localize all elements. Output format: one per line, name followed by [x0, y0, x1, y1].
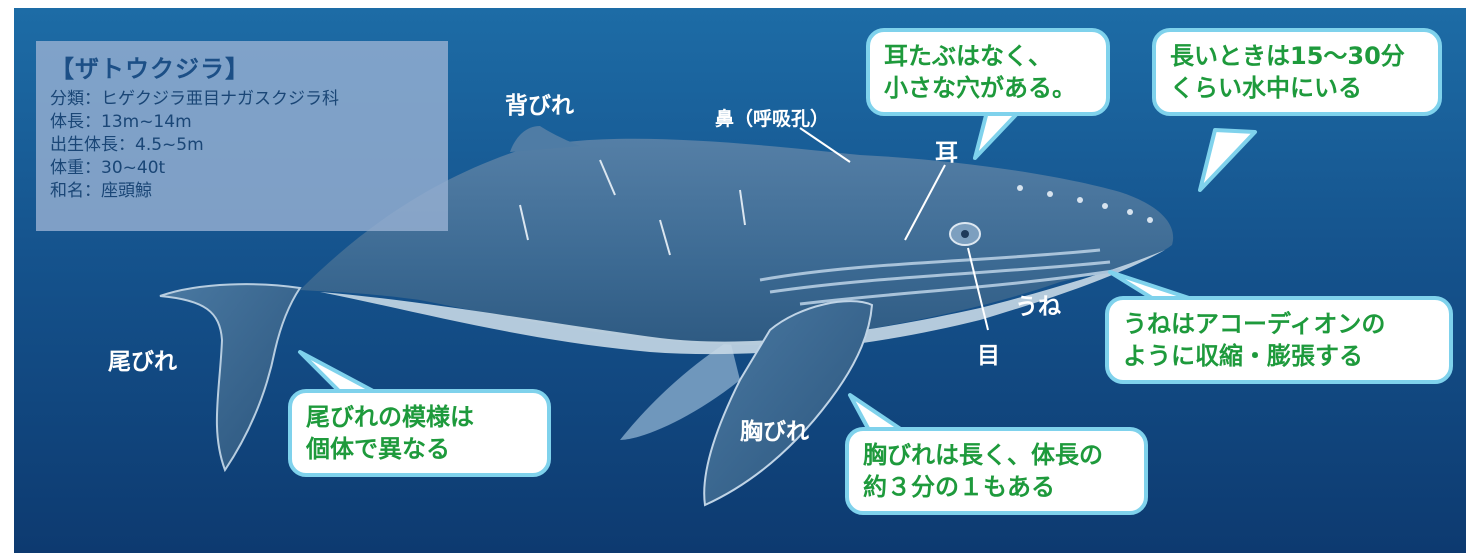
species-title: 【ザトウクジラ】	[50, 55, 250, 83]
bubble-tail-line-2: 個体で異なる	[306, 435, 450, 463]
bubble-dive-line-2: くらい水中にいる	[1170, 74, 1362, 102]
bubble-pectoral-line-2: 約３分の１もある	[863, 473, 1055, 501]
label-dorsal-fin: 背びれ	[505, 93, 574, 119]
info-classification: 分類：ヒゲクジラ亜目ナガスクジラ科	[50, 89, 339, 109]
species-info-panel: 【ザトウクジラ】 分類：ヒゲクジラ亜目ナガスクジラ科 体長：13m~14m 出生…	[36, 41, 448, 231]
bubble-pectoral-note: 胸びれは長く、体長の 約３分の１もある	[845, 427, 1148, 515]
bubble-dive-line-1: 長いときは15〜30分	[1170, 42, 1405, 70]
info-body-length: 体長：13m~14m	[50, 112, 192, 132]
bubble-ear-line-2: 小さな穴がある。	[884, 74, 1076, 102]
info-birth-length: 出生体長：4.5~5m	[50, 135, 204, 155]
info-weight: 体重：30~40t	[50, 158, 166, 178]
whale-body-shape	[300, 138, 1174, 345]
label-throat-grooves: うね	[1015, 294, 1061, 320]
bubble-grooves-note: うねはアコーディオンの ように収縮・膨張する	[1105, 296, 1453, 384]
bubble-tail-note: 尾びれの模様は 個体で異なる	[288, 389, 551, 477]
tail-fin-shape	[159, 283, 302, 473]
bubble-grooves-line-2: ように収縮・膨張する	[1123, 342, 1363, 370]
bubble-pectoral-line-1: 胸びれは長く、体長の	[863, 441, 1103, 469]
pectoral-fin-front	[703, 300, 874, 507]
bubble-tail-line-1: 尾びれの模様は	[306, 403, 474, 431]
bubble-ear-line-1: 耳たぶはなく、	[884, 42, 1052, 70]
pectoral-fin-back	[620, 340, 740, 440]
label-eye: 目	[977, 343, 1000, 369]
dorsal-fin-shape	[510, 126, 580, 152]
whale-belly-shape	[320, 250, 1165, 355]
bubble-dive-note: 長いときは15〜30分 くらい水中にいる	[1152, 28, 1442, 116]
label-pectoral-fin: 胸びれ	[740, 419, 809, 445]
label-ear: 耳	[935, 140, 958, 166]
label-blowhole: 鼻（呼吸孔）	[715, 108, 830, 130]
bubble-ear-note: 耳たぶはなく、 小さな穴がある。	[866, 28, 1110, 116]
info-japanese-name: 和名：座頭鯨	[50, 181, 152, 201]
label-tail-fin: 尾びれ	[108, 349, 177, 375]
bubble-grooves-line-1: うねはアコーディオンの	[1123, 310, 1386, 338]
